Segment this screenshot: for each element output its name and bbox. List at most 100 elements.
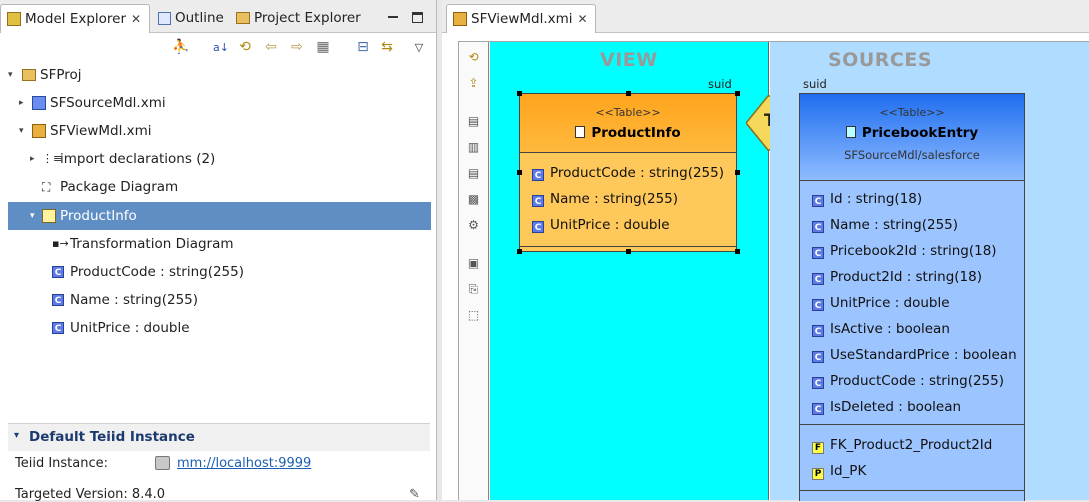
table-name: PricebookEntry [861,125,979,141]
back-icon[interactable]: ⇦ [265,39,277,55]
palette-tool-icon[interactable]: ▩ [467,192,480,206]
forward-icon[interactable]: ⇨ [291,39,303,55]
collapse-all-icon[interactable]: ⊟ [357,39,369,55]
edit-icon[interactable]: ✎ [409,487,420,502]
tree-item-productinfo[interactable]: ▾ ProductInfo [8,202,431,230]
column-icon: C [812,325,824,337]
model-explorer-icon [7,12,21,26]
view-model-icon [32,124,46,138]
table-icon [42,209,56,223]
tree-item-column[interactable]: C ProductCode : string(255) [8,258,430,286]
maximize-button[interactable] [412,12,423,23]
collapse-arrow-icon[interactable]: ▾ [14,430,20,441]
teiid-section-header[interactable]: ▾ Default Teiid Instance [8,423,430,451]
source-model-icon [32,96,46,110]
sync-icon[interactable]: ⟲ [239,39,251,55]
column-icon: C [812,351,824,363]
column-icon: C [812,299,824,311]
palette-tool-icon[interactable]: ▤ [467,114,480,128]
expand-arrow-icon[interactable]: ▸ [30,154,35,164]
targeted-version: Targeted Version: 8.4.0 [15,487,165,502]
selection-handle[interactable] [626,249,631,254]
tree-label: Name : string(255) [70,292,199,308]
up-folder-icon[interactable]: ⇪ [468,76,479,90]
tree-item-column[interactable]: C Name : string(255) [8,286,430,314]
tree-label: UnitPrice : double [70,320,190,336]
run-icon[interactable]: ⛹ [172,39,190,55]
selection-handle[interactable] [735,91,740,96]
palette-tool-icon[interactable]: ▣ [467,256,480,270]
palette-tool-icon[interactable]: ▤ [467,166,480,180]
expand-arrow-icon[interactable]: ▾ [8,70,13,80]
tab-project-explorer[interactable]: Project Explorer [230,4,361,33]
teiid-instance-link[interactable]: mm://localhost:9999 [177,456,312,471]
attribute-row[interactable]: C UnitPrice : double [812,290,950,316]
palette-tool-icon[interactable]: ⬚ [467,308,480,322]
link-editor-icon[interactable]: ⇆ [381,39,393,55]
table-icon [845,126,856,138]
refresh-icon[interactable]: ⟲ [468,50,479,64]
tree-label: SFViewMdl.xmi [50,123,152,139]
selection-handle[interactable] [517,170,522,175]
tree-item-package-diagram[interactable]: ⛶ Package Diagram [8,173,430,201]
palette-tool-icon[interactable]: ▥ [467,140,480,154]
table-header: <<Table>> ProductInfo [520,94,736,141]
sources-region: SOURCES suid <<Table>> PricebookEntry SF… [770,42,1089,501]
column-icon: C [52,294,64,306]
tree-item-view-model[interactable]: ▾ SFViewMdl.xmi [8,117,430,145]
expand-arrow-icon[interactable]: ▾ [19,126,24,136]
editor-area: SFViewMdl.xmi✕ ⟲ ⇪ ▤ ▥ ▤ ▩ ⚙ ▣ ⎘ ⬚ VIEW … [442,0,1089,501]
close-icon[interactable]: ✕ [131,12,142,26]
divider [520,152,736,153]
selection-handle[interactable] [626,91,631,96]
tree-item-import-declarations[interactable]: ▸ ⋮≡ import declarations (2) [8,145,430,173]
tree-item-project[interactable]: ▾ SFProj [8,61,430,89]
tree-item-source-model[interactable]: ▸ SFSourceMdl.xmi [8,89,430,117]
column-icon: C [52,266,64,278]
stereotype: <<Table>> [595,106,661,119]
view-menu-icon[interactable]: ▽ [414,41,424,54]
palette-tool-icon[interactable]: ⚙ [468,218,479,232]
tab-label: Model Explorer [25,11,127,27]
tab-label: Project Explorer [254,10,361,26]
selection-handle[interactable] [517,249,522,254]
close-icon[interactable]: ✕ [577,12,588,26]
tab-model-explorer[interactable]: Model Explorer ✕ [0,4,150,33]
table-name-row: ProductInfo [520,125,736,141]
project-explorer-icon [236,12,250,24]
palette-tool-icon[interactable]: ⎘ [468,282,479,296]
tree-label: ProductCode : string(255) [70,264,245,280]
selection-handle[interactable] [735,249,740,254]
tree-item-column[interactable]: C UnitPrice : double [8,314,430,342]
selection-handle[interactable] [517,91,522,96]
attribute-label: UnitPrice : double [830,295,950,311]
tab-outline[interactable]: Outline [152,4,224,33]
attribute-label: UnitPrice : double [550,217,670,233]
tree-item-transformation-diagram[interactable]: ▪→ Transformation Diagram [8,230,430,258]
sort-az-icon[interactable]: a↓ [213,41,229,54]
selection-handle[interactable] [735,170,740,175]
filter-icon[interactable]: ▦ [316,39,330,55]
transformation-diagram-canvas[interactable]: ⟲ ⇪ ▤ ▥ ▤ ▩ ⚙ ▣ ⎘ ⬚ VIEW suid <<Table>> … [458,41,1089,501]
minimize-button[interactable] [388,16,398,18]
source-table-pricebookentry[interactable]: <<Table>> PricebookEntry SFSourceMdl/sal… [799,93,1025,501]
transformation-diagram-icon: ▪→ [52,237,69,250]
expand-arrow-icon[interactable]: ▸ [19,98,24,108]
tab-sfviewmdl[interactable]: SFViewMdl.xmi✕ [446,4,596,33]
expand-arrow-icon[interactable]: ▾ [30,211,35,221]
column-icon: C [52,322,64,334]
